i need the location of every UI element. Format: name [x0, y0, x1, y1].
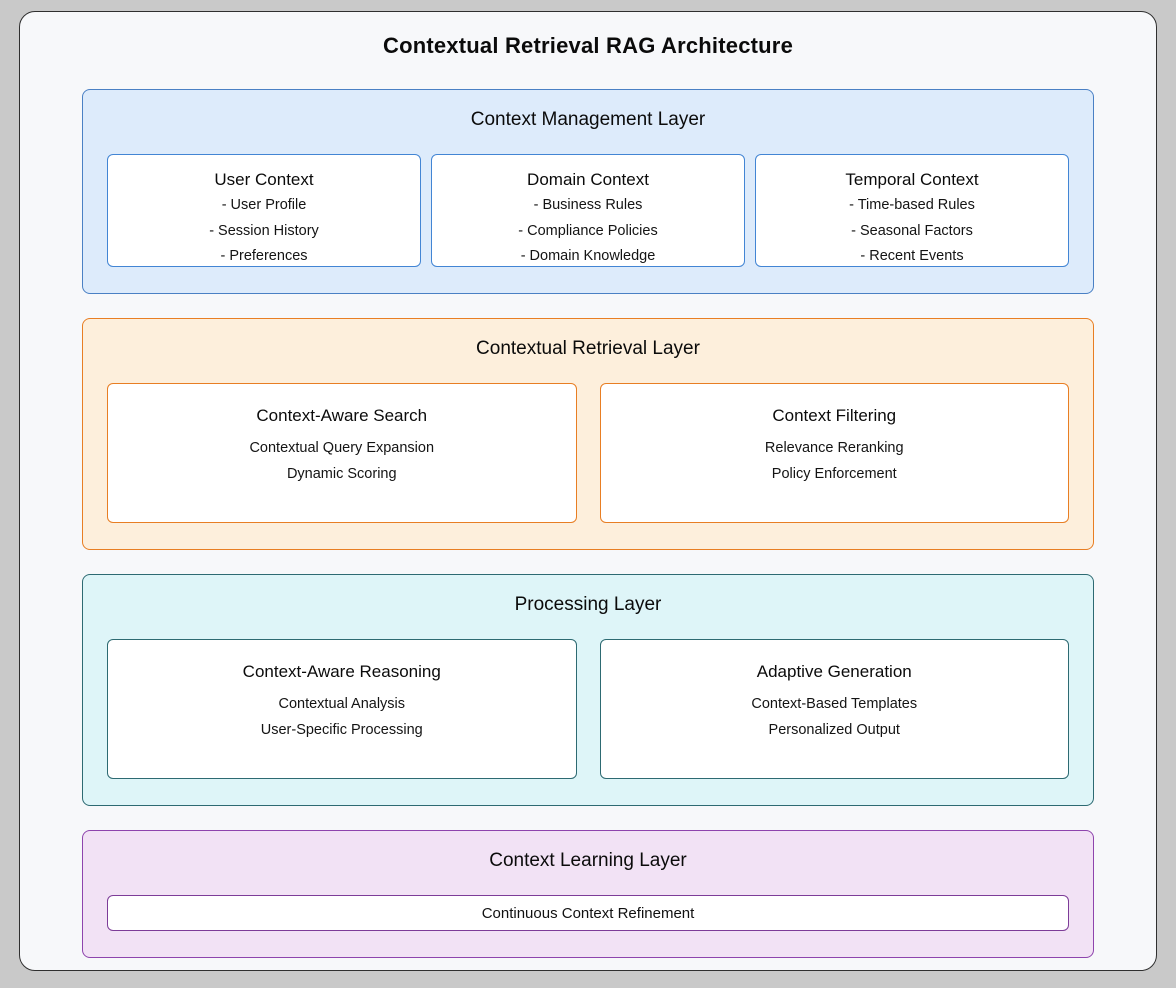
node-temporal-context-item: - Time-based Rules [849, 197, 975, 213]
layer-contextual-retrieval-title: Contextual Retrieval Layer [476, 338, 700, 359]
node-continuous-context-refinement: Continuous Context Refinement [107, 895, 1069, 931]
node-user-context-item: - Preferences [220, 248, 308, 264]
node-domain-context-item: - Business Rules [533, 197, 643, 213]
node-domain-context-title: Domain Context [527, 170, 649, 189]
node-continuous-context-refinement-title: Continuous Context Refinement [481, 904, 695, 922]
node-adaptive-generation-item: Context-Based Templates [751, 696, 918, 712]
node-user-context-item: - Session History [209, 222, 319, 239]
diagram-panel: Contextual Retrieval RAG Architecture Co… [19, 11, 1157, 971]
node-context-aware-search-item: Dynamic Scoring [286, 465, 397, 482]
node-temporal-context: Temporal Context - Time-based Rules - Se… [755, 154, 1069, 267]
node-context-filtering: Context Filtering Relevance Reranking Po… [599, 383, 1069, 523]
node-adaptive-generation-item: Personalized Output [768, 721, 900, 738]
node-domain-context-item: - Compliance Policies [518, 222, 658, 239]
node-context-aware-reasoning-title: Context-Aware Reasoning [242, 662, 441, 681]
layer-context-management-row: User Context - User Profile - Session Hi… [107, 154, 1069, 267]
layer-context-management: Context Management Layer User Context - … [82, 89, 1094, 294]
node-context-aware-reasoning-item: User-Specific Processing [260, 721, 423, 738]
node-user-context-item: - User Profile [221, 197, 307, 213]
layer-processing-title: Processing Layer [514, 594, 662, 615]
diagram-title: Contextual Retrieval RAG Architecture [382, 33, 794, 58]
node-temporal-context-item: - Recent Events [860, 248, 964, 264]
node-adaptive-generation: Adaptive Generation Context-Based Templa… [599, 639, 1069, 779]
node-user-context: User Context - User Profile - Session Hi… [107, 154, 421, 267]
node-context-aware-reasoning-item: Contextual Analysis [278, 696, 406, 712]
node-context-aware-search-title: Context-Aware Search [256, 406, 428, 425]
node-context-aware-reasoning: Context-Aware Reasoning Contextual Analy… [107, 639, 577, 779]
node-adaptive-generation-title: Adaptive Generation [756, 662, 912, 681]
layer-processing: Processing Layer Context-Aware Reasoning… [82, 574, 1094, 806]
node-context-aware-search-item: Contextual Query Expansion [249, 440, 435, 456]
node-domain-context: Domain Context - Business Rules - Compli… [431, 154, 745, 267]
node-context-filtering-title: Context Filtering [772, 406, 897, 425]
layer-context-learning-title: Context Learning Layer [489, 850, 687, 871]
node-context-filtering-item: Relevance Reranking [764, 440, 904, 456]
layer-contextual-retrieval-row: Context-Aware Search Contextual Query Ex… [107, 383, 1069, 523]
node-context-aware-search: Context-Aware Search Contextual Query Ex… [107, 383, 577, 523]
diagram-content: Context Management Layer User Context - … [82, 89, 1094, 958]
node-context-filtering-item: Policy Enforcement [771, 465, 897, 482]
node-temporal-context-item: - Seasonal Factors [851, 222, 973, 239]
node-user-context-title: User Context [214, 170, 314, 189]
node-temporal-context-title: Temporal Context [845, 170, 979, 189]
layer-context-management-title: Context Management Layer [470, 109, 706, 130]
layer-context-learning: Context Learning Layer Continuous Contex… [82, 830, 1094, 958]
layer-processing-row: Context-Aware Reasoning Contextual Analy… [107, 639, 1069, 779]
node-domain-context-item: - Domain Knowledge [520, 248, 656, 264]
layer-context-learning-row: Continuous Context Refinement [107, 895, 1069, 931]
layer-contextual-retrieval: Contextual Retrieval Layer Context-Aware… [82, 318, 1094, 550]
